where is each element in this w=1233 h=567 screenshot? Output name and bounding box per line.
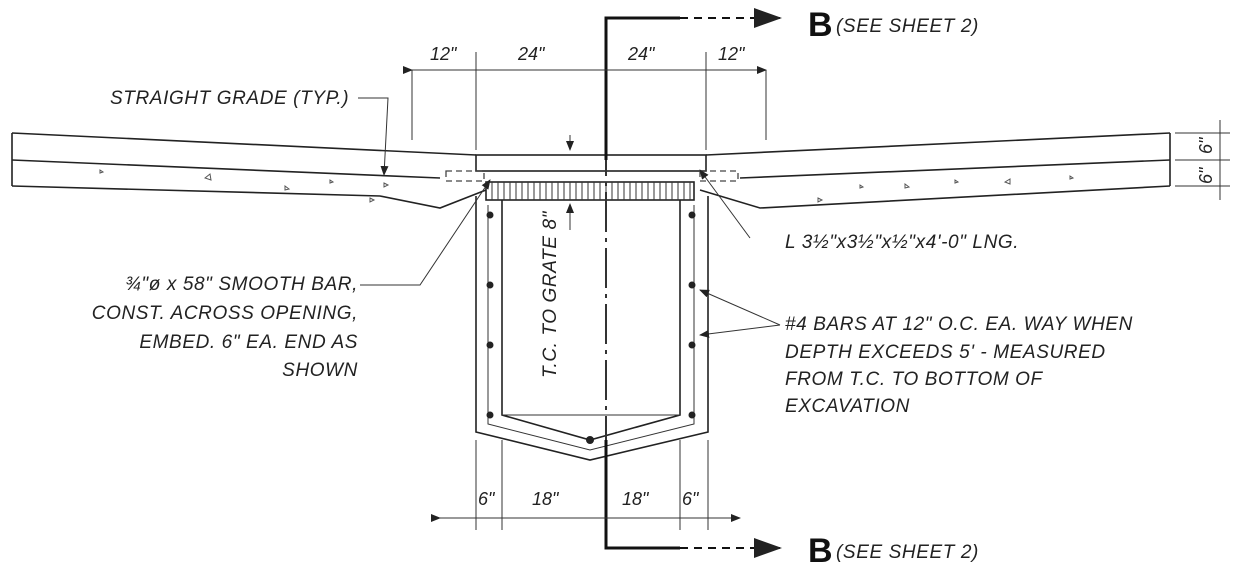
bottom-dimension-line bbox=[431, 440, 741, 530]
angle-iron-leader bbox=[699, 169, 751, 239]
bottom-dim-left-18: 18" bbox=[532, 489, 560, 509]
bars-line-2: DEPTH EXCEEDS 5' - MEASURED bbox=[785, 342, 1106, 363]
bottom-dim-left-6: 6" bbox=[478, 489, 496, 509]
smooth-bar-note: ¾"ø x 58" SMOOTH BAR, CONST. ACROSS OPEN… bbox=[92, 274, 358, 381]
right-slab bbox=[699, 132, 1171, 209]
smooth-bar-line-2: CONST. ACROSS OPENING, bbox=[92, 303, 358, 324]
angle-iron-note: L 3½"x3½"x½"x4'-0" LNG. bbox=[785, 232, 1019, 253]
grate-depth-note: T.C. TO GRATE 8" bbox=[540, 210, 561, 378]
rebar-dots bbox=[486, 211, 696, 419]
bars-line-3: FROM T.C. TO BOTTOM OF bbox=[785, 369, 1044, 390]
bottom-dim-right-18: 18" bbox=[622, 489, 650, 509]
right-dim-bottom: 6" bbox=[1196, 166, 1216, 184]
section-ref-top: (SEE SHEET 2) bbox=[836, 16, 979, 37]
bars-note: #4 BARS AT 12" O.C. EA. WAY WHEN DEPTH E… bbox=[785, 314, 1133, 417]
smooth-bar-line-1: ¾"ø x 58" SMOOTH BAR, bbox=[125, 274, 358, 295]
section-ref-bottom: (SEE SHEET 2) bbox=[836, 542, 979, 563]
aggregate-specks bbox=[99, 169, 1075, 203]
straight-grade-note: STRAIGHT GRADE (TYP.) bbox=[110, 88, 349, 109]
bottom-dim-right-6: 6" bbox=[682, 489, 700, 509]
section-letter-bottom: B bbox=[808, 532, 833, 567]
inlet-box bbox=[475, 196, 709, 461]
angle-seat-left bbox=[445, 170, 485, 182]
bars-line-1: #4 BARS AT 12" O.C. EA. WAY WHEN bbox=[785, 314, 1133, 335]
top-dim-right-24: 24" bbox=[627, 44, 656, 64]
straight-grade-leader bbox=[358, 97, 389, 176]
top-dim-left-12: 12" bbox=[430, 44, 458, 64]
right-dimension-line bbox=[1175, 120, 1230, 200]
smooth-bar-leader bbox=[360, 179, 491, 286]
grate-bars bbox=[485, 181, 695, 201]
bars-line-4: EXCAVATION bbox=[785, 396, 910, 417]
bars-leader-1 bbox=[699, 289, 781, 326]
bars-leader-2 bbox=[699, 324, 781, 338]
smooth-bar-line-4: SHOWN bbox=[282, 360, 358, 381]
grate-plate bbox=[475, 154, 707, 172]
top-dimension-line bbox=[403, 52, 767, 150]
smooth-bar-line-3: EMBED. 6" EA. END AS bbox=[139, 332, 358, 353]
top-dim-left-24: 24" bbox=[517, 44, 546, 64]
angle-seat-right bbox=[699, 170, 739, 182]
section-letter-top: B bbox=[808, 6, 833, 44]
section-cut-line bbox=[604, 8, 782, 558]
left-slab bbox=[11, 132, 487, 209]
top-dim-right-12: 12" bbox=[718, 44, 746, 64]
right-dim-top: 6" bbox=[1196, 136, 1216, 154]
